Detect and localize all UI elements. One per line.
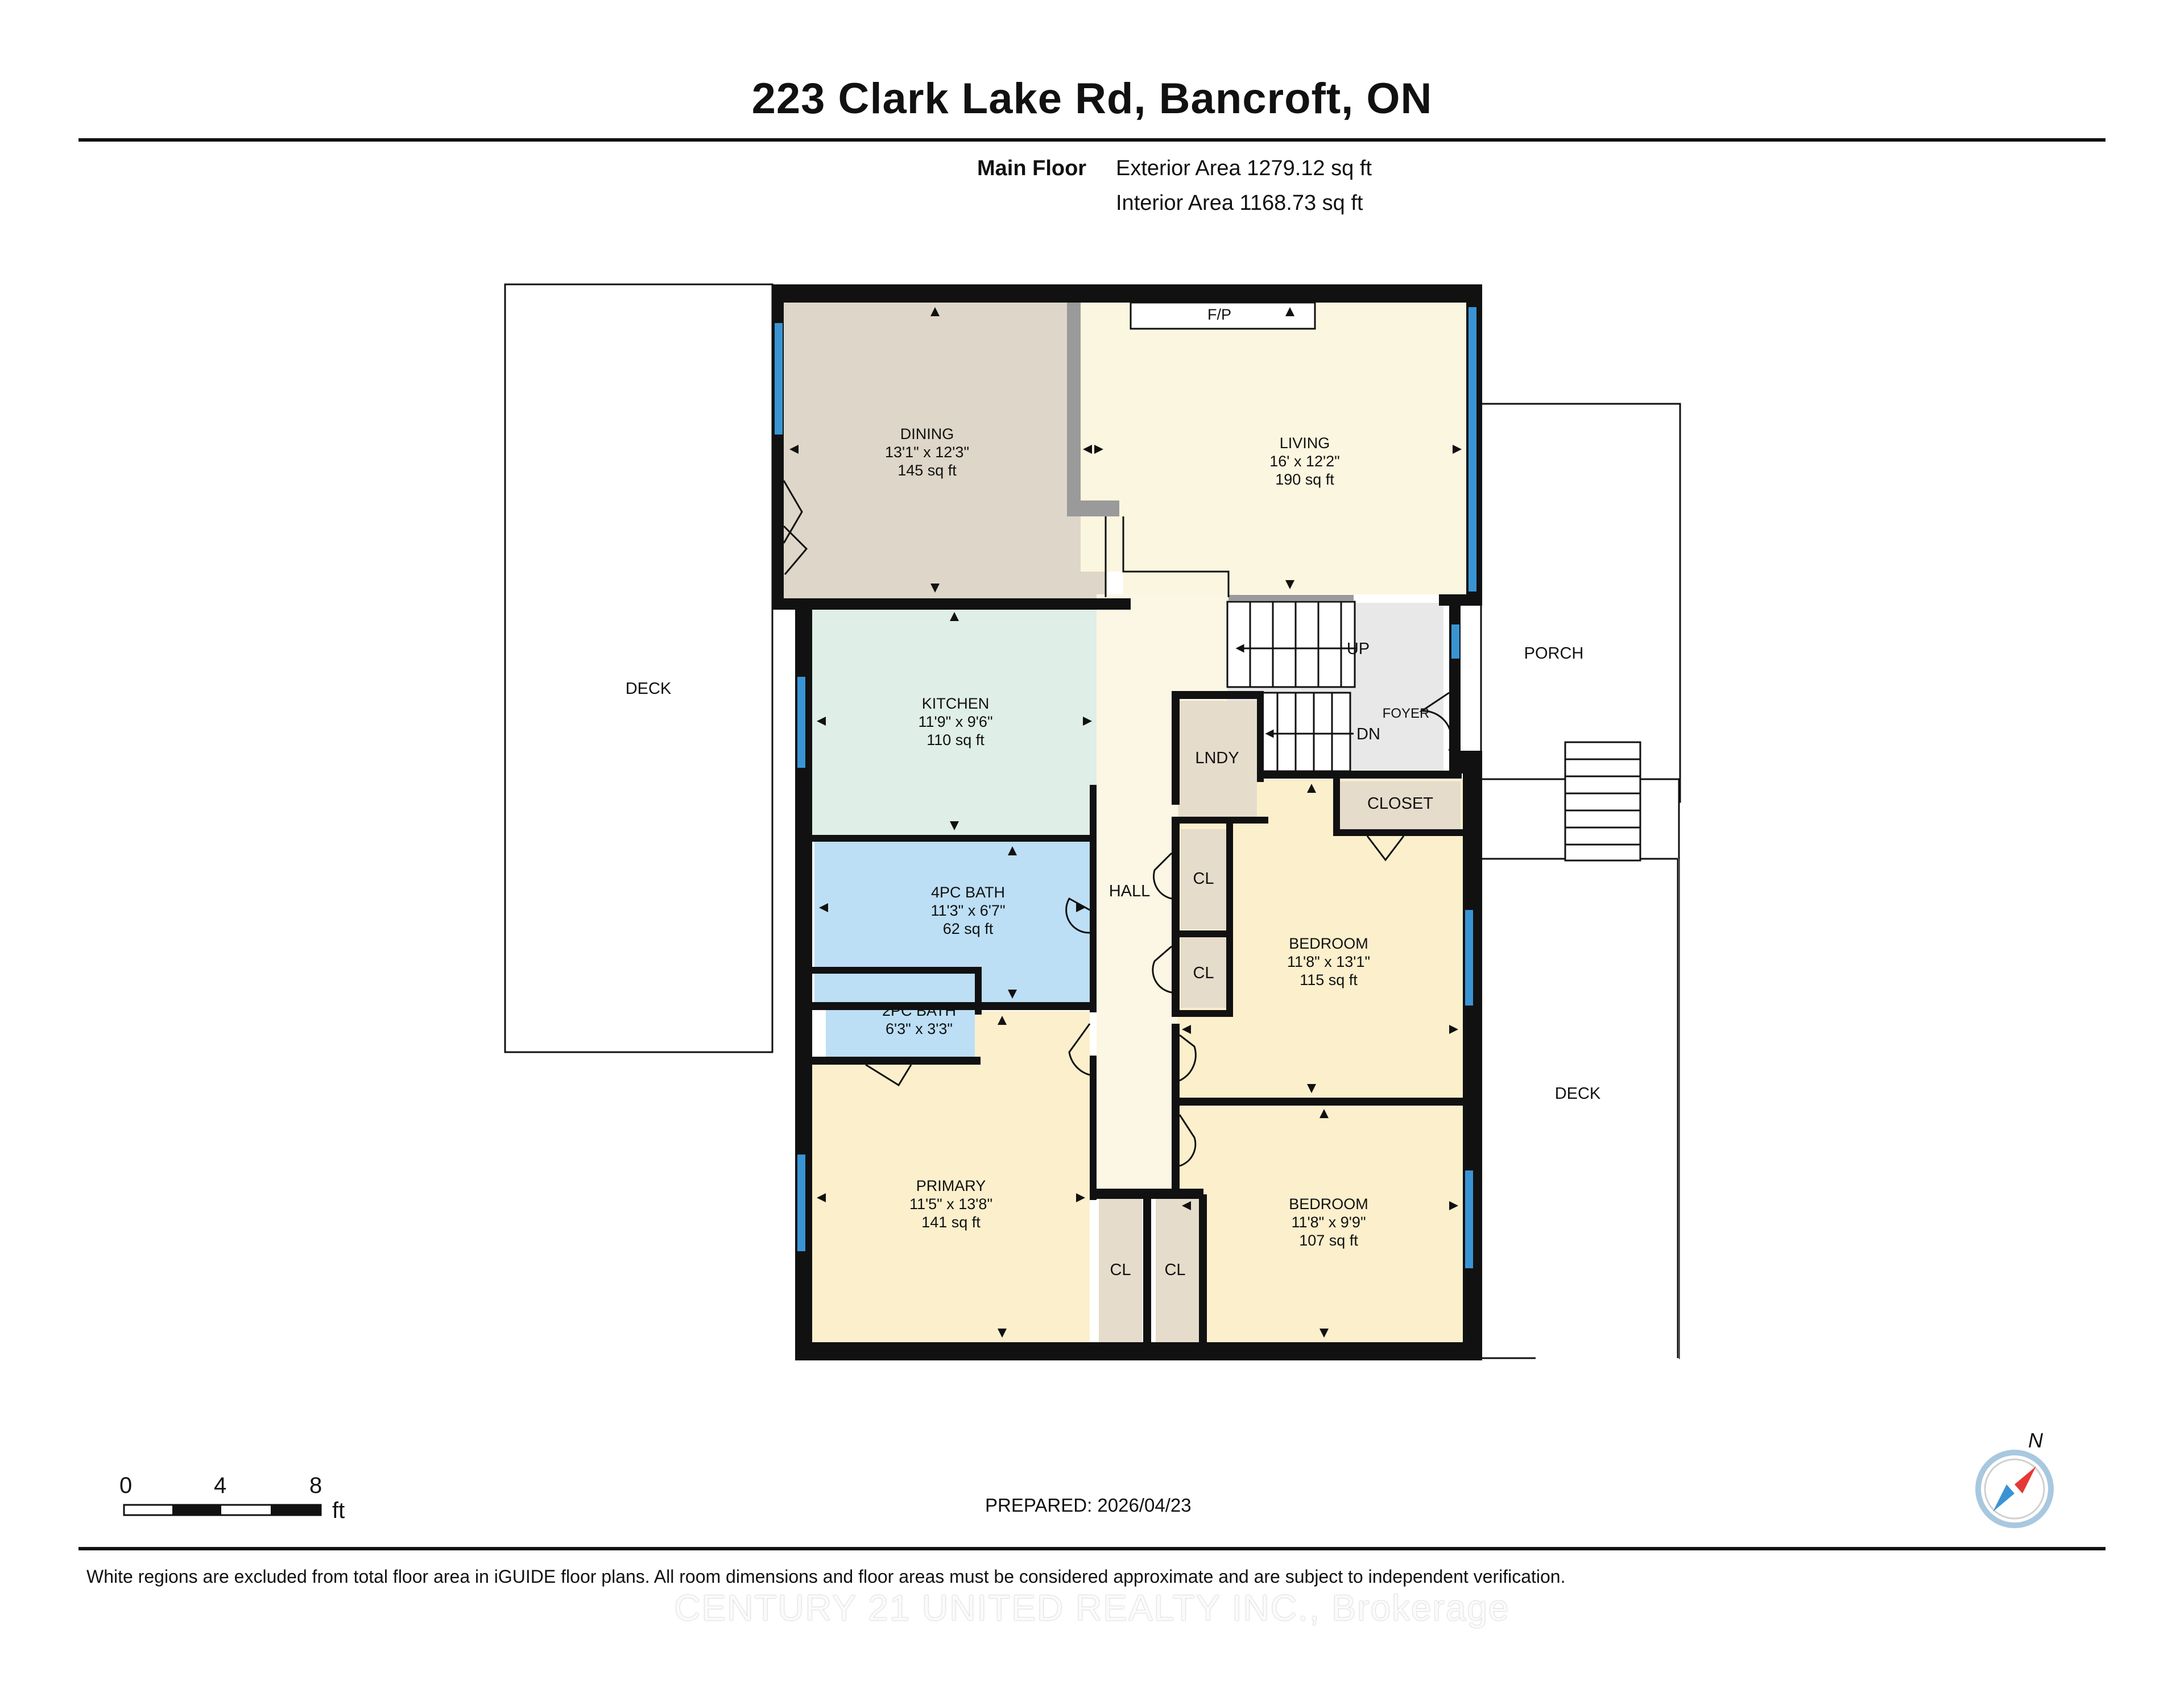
porch [1480,403,1681,803]
deck-right-label: DECK [1555,1085,1601,1103]
living-area: 190 sq ft [1275,471,1334,488]
brokerage-watermark: CENTURY 21 UNITED REALTY INC., Brokerage [674,1587,1510,1628]
bedroom-2 [1177,1104,1463,1342]
scale-tick-8: 8 [309,1473,322,1498]
primary-closet-2-label: CL [1164,1261,1185,1279]
primary-label: PRIMARY [916,1177,986,1194]
footer-rule [78,1547,2106,1550]
hall-label: HALL [1109,882,1151,900]
floor-name: Main Floor [977,156,1087,180]
compass-north-label: N [2028,1429,2043,1452]
kitchen-area: 110 sq ft [926,731,985,748]
page-title: 223 Clark Lake Rd, Bancroft, ON [751,75,1433,123]
exterior-area: Exterior Area 1279.12 sq ft [1116,156,1372,180]
primary-closet-2 [1156,1199,1199,1342]
compass-icon [1975,1450,2054,1528]
title-rule [78,138,2106,142]
bedroom1-label: BEDROOM [1289,935,1368,952]
dining-room [784,303,1106,598]
kitchen [812,607,1097,836]
hall-closet-2 [1181,937,1226,1008]
bath4-dims: 11'3" x 6'7" [930,902,1005,919]
living-label: LIVING [1280,435,1330,452]
closet [1339,781,1461,829]
primary-closet-1-label: CL [1110,1261,1131,1279]
prepared-date: PREPARED: 2026/04/23 [985,1495,1192,1516]
2pc-bath [826,974,975,1057]
bath2-label: 2PC BATH [882,1002,956,1019]
bath4-area: 62 sq ft [943,920,994,937]
dining-dims: 13'1" x 12'3" [885,444,969,461]
kitchen-label: KITCHEN [922,695,990,712]
stairs-down [1258,692,1354,772]
kitchen-dims: 11'9" x 9'6" [918,713,992,730]
hall-closet-1 [1181,829,1226,929]
living-room [1081,303,1466,594]
stairs-up-label: UP [1347,640,1370,658]
porch-stairs [1564,741,1641,862]
fireplace-wall [1067,303,1119,516]
bedroom2-area: 107 sq ft [1299,1232,1358,1249]
bedroom1-dims: 11'8" x 13'1" [1287,953,1370,970]
stairs-up [1226,601,1356,688]
deck-left [504,283,774,1053]
interior-walls [812,691,1463,1342]
fireplace-label: F/P [1207,306,1231,323]
closet-label: CLOSET [1367,795,1433,813]
hall-closet-2-label: CL [1193,964,1214,982]
doors [783,480,1453,1167]
dining-area: 145 sq ft [897,462,957,479]
laundry [1178,701,1257,817]
primary-area: 141 sq ft [921,1214,981,1231]
bedroom1-area: 115 sq ft [1300,971,1358,988]
dining-label: DINING [900,425,954,442]
interior-area: Interior Area 1168.73 sq ft [1116,191,1363,215]
scale-unit: ft [332,1498,345,1523]
bedroom2-dims: 11'8" x 9'9" [1291,1214,1366,1231]
windows [775,307,1476,1268]
living-dims: 16' x 12'2" [1269,453,1339,470]
deck-left-label: DECK [626,680,672,698]
bedroom2-label: BEDROOM [1289,1195,1368,1213]
primary-dims: 11'5" x 13'8" [909,1195,992,1213]
foyer-label: FOYER [1383,706,1430,721]
scale-tick-4: 4 [214,1473,227,1498]
laundry-label: LNDY [1195,749,1239,767]
scale-bar [123,1504,322,1516]
bath2-dims: 6'3" x 3'3" [886,1020,953,1037]
stairs-down-label: DN [1356,725,1380,743]
porch-label: PORCH [1524,644,1584,663]
footer-note: White regions are excluded from total fl… [86,1566,1566,1587]
bath4-label: 4PC BATH [931,884,1005,901]
primary-bedroom [812,1011,1090,1342]
scale-tick-0: 0 [119,1473,133,1498]
primary-closet-1 [1099,1199,1142,1342]
hall-closet-1-label: CL [1193,870,1214,888]
